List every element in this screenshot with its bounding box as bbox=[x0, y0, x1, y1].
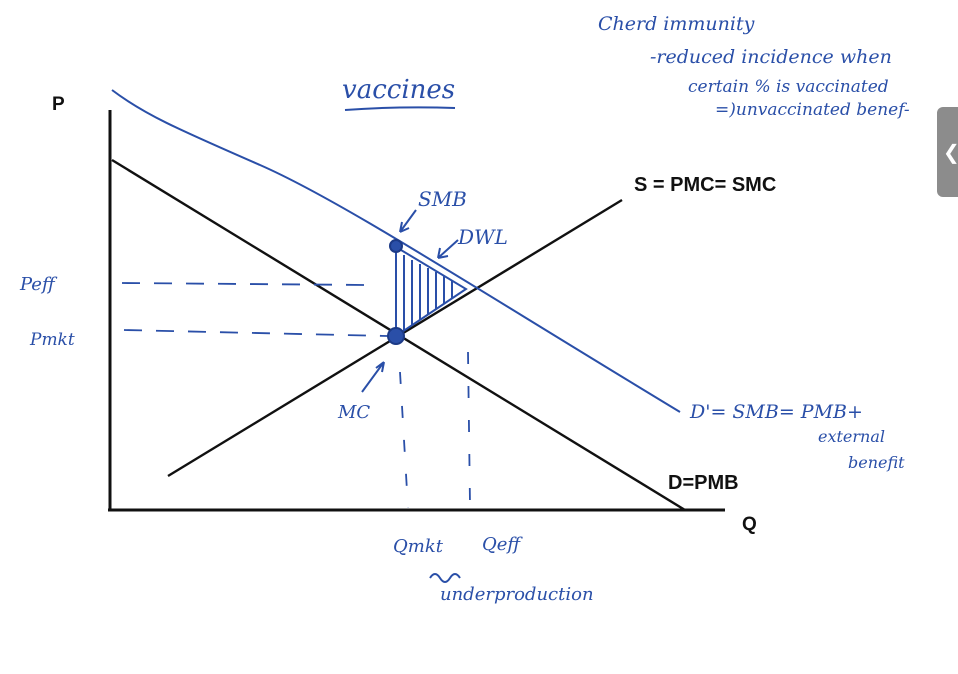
x-axis-label: Q bbox=[742, 514, 757, 535]
p-eff-dashed-line bbox=[121, 282, 369, 286]
mc-point bbox=[387, 327, 405, 345]
dwl-label: DWL bbox=[457, 225, 508, 249]
smb-curve-label-2: external bbox=[818, 427, 885, 446]
chevron-left-icon: ❮ bbox=[943, 140, 958, 164]
supply-label: S = PMC= SMC bbox=[634, 174, 776, 196]
mc-arrow bbox=[361, 361, 385, 393]
note-line-2: -reduced incidence when bbox=[650, 46, 892, 68]
dwl-arrow bbox=[437, 239, 459, 259]
smb-curve-label-1: D'= SMB= PMB+ bbox=[689, 401, 863, 423]
p-eff-label: Peff bbox=[19, 274, 58, 295]
mc-label: MC bbox=[337, 402, 370, 423]
demand-label: D=PMB bbox=[668, 472, 739, 494]
smb-point-label: SMB bbox=[418, 187, 467, 211]
underproduction-label: underproduction bbox=[440, 584, 594, 605]
smb-point bbox=[389, 239, 403, 253]
note-line-3: certain % is vaccinated bbox=[688, 77, 889, 97]
q-mkt-label: Qmkt bbox=[393, 536, 444, 557]
note-line-4: =)unvaccinated benef- bbox=[715, 100, 910, 120]
title-vaccines: vaccines bbox=[342, 75, 455, 105]
y-axis-label: P bbox=[52, 94, 65, 115]
side-panel-toggle-button[interactable]: ❮ bbox=[937, 107, 958, 197]
q-mkt-dashed-line bbox=[399, 371, 409, 509]
smb-arrow bbox=[399, 209, 417, 233]
q-eff-dashed-line bbox=[467, 351, 471, 506]
note-line-1: Cherd immunity bbox=[598, 13, 755, 35]
dwl-triangle bbox=[395, 245, 468, 338]
underproduction-squiggle bbox=[429, 573, 461, 583]
title-underline bbox=[344, 106, 456, 111]
supply-label-s: S = PMC= SMC bbox=[634, 174, 776, 196]
p-mkt-dashed-line bbox=[123, 329, 389, 337]
dwl-hatching bbox=[403, 255, 453, 330]
p-mkt-label: Pmkt bbox=[29, 330, 75, 350]
smb-curve-label-3: benefit bbox=[848, 453, 905, 472]
q-eff-label: Qeff bbox=[482, 534, 523, 555]
smb-curve bbox=[111, 89, 681, 413]
